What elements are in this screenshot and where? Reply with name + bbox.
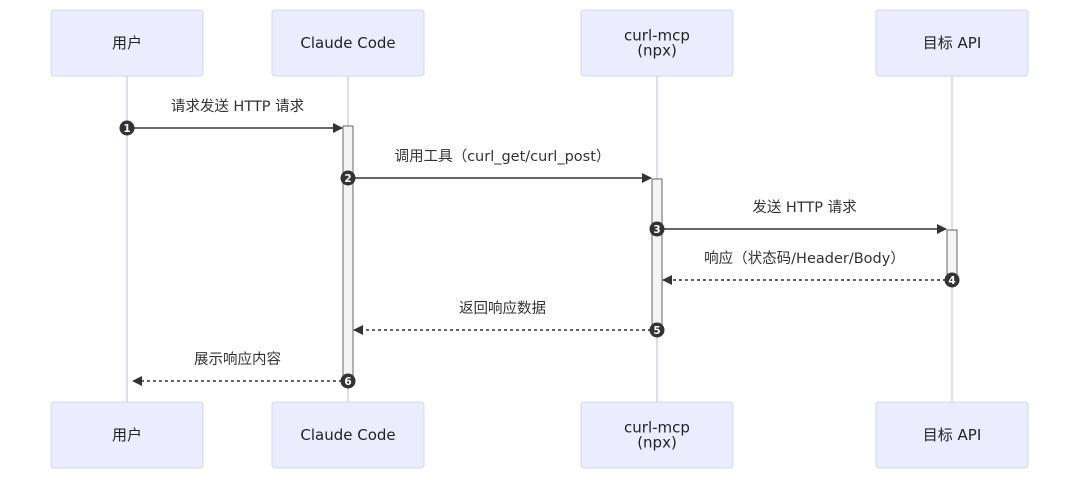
message-label: 调用工具（curl_get/curl_post） [395,148,611,165]
message-6: 展示响应内容 6 [132,350,356,389]
sequence-number-badge [649,221,665,237]
message-4: 响应（状态码/Header/Body） 4 [662,249,960,288]
activation-bar-curl [651,178,663,334]
message-label: 展示响应内容 [194,350,281,368]
participant-api-top: 目标 API [875,9,1029,77]
participant-box [50,401,204,469]
message-label: 返回响应数据 [459,299,546,317]
participant-claude-bottom: Claude Code [271,401,425,469]
message-5: 返回响应数据 5 [353,299,665,338]
sequence-number: 4 [948,275,955,287]
sequence-number-badge [119,120,135,136]
messages: 请求发送 HTTP 请求 1 调用工具（curl_get/curl_post） 2 发送… [119,98,960,389]
participant-label: 用户 [112,34,142,52]
participant-box [580,9,734,77]
sequence-number-badge [649,322,665,338]
activation-bar-claude [342,125,354,385]
participant-user-top: 用户 [50,9,204,77]
sequence-number: 6 [344,376,351,388]
participant-box [580,401,734,469]
participant-label: curl-mcp [624,419,690,437]
participant-box [271,9,425,77]
participant-label: 用户 [112,426,142,444]
participant-label: curl-mcp [624,27,690,45]
participant-label: (npx) [637,434,677,452]
participant-user-bottom: 用户 [50,401,204,469]
message-2: 调用工具（curl_get/curl_post） 2 [340,148,652,186]
participant-label: Claude Code [300,426,395,444]
message-label: 请求发送 HTTP 请求 [171,98,305,115]
participant-box [271,401,425,469]
participant-curl-top: curl-mcp(npx) [580,9,734,77]
participant-box [875,401,1029,469]
sequence-number: 1 [123,123,130,135]
participant-box [50,9,204,77]
participant-label: 目标 API [923,34,982,52]
participant-api-bottom: 目标 API [875,401,1029,469]
participant-box [875,9,1029,77]
participant-label: Claude Code [300,34,395,52]
sequence-number: 2 [344,173,351,185]
message-1: 请求发送 HTTP 请求 1 [119,98,343,136]
participant-label: (npx) [637,42,677,60]
sequence-number: 3 [653,224,660,236]
sequence-number-badge [340,170,356,186]
participant-claude-top: Claude Code [271,9,425,77]
participant-label: 目标 API [923,426,982,444]
sequence-number-badge [944,272,960,288]
sequence-number: 5 [653,325,660,337]
message-3: 发送 HTTP 请求 3 [649,199,947,237]
message-label: 响应（状态码/Header/Body） [704,249,905,267]
sequence-number-badge [340,373,356,389]
participant-curl-bottom: curl-mcp(npx) [580,401,734,469]
message-label: 发送 HTTP 请求 [752,199,857,216]
